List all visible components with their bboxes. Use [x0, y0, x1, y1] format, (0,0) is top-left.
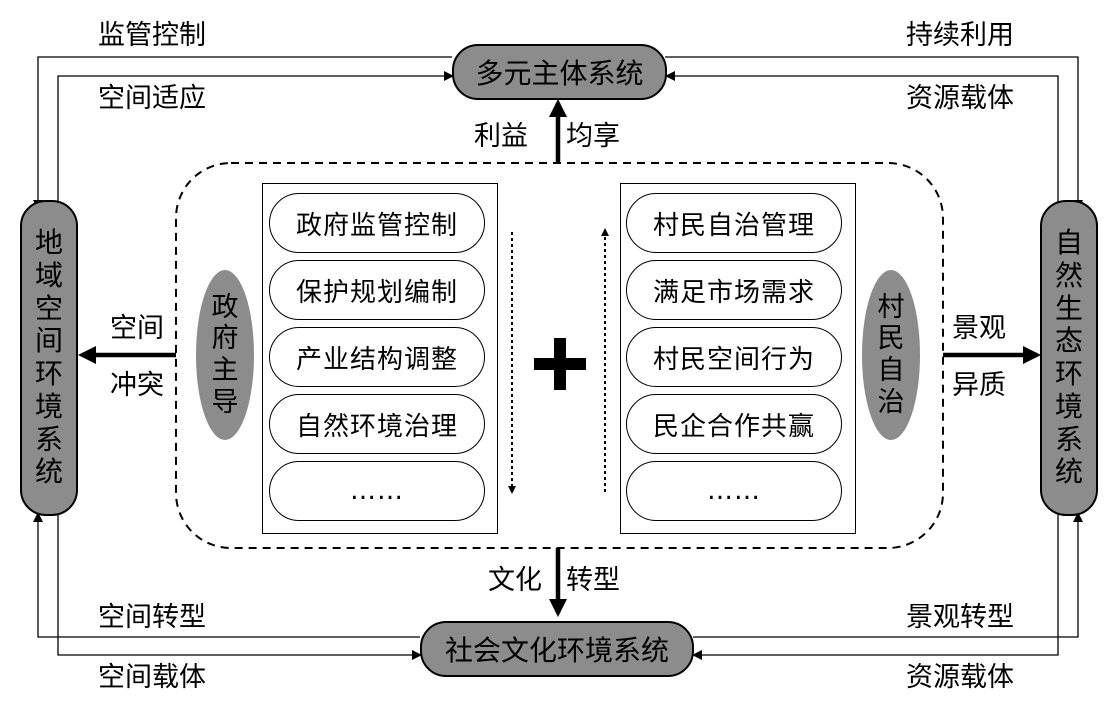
- villager-item: ……: [626, 461, 842, 521]
- left-system-box: 地 域 空 间 环 境 系 统: [20, 200, 78, 516]
- government-item: 政府监管控制: [269, 193, 485, 253]
- label-conflict: 冲突: [110, 370, 164, 401]
- government-oval: 政 府 主 导: [196, 270, 254, 440]
- label-top-right-1: 持续利用: [906, 20, 1014, 51]
- label-shared: 均享: [566, 121, 620, 152]
- top-system-box: 多元主体系统: [452, 44, 667, 100]
- label-bottom-left-2: 空间载体: [98, 662, 206, 693]
- left-system-label: 地 域 空 间 环 境 系 统: [34, 226, 63, 489]
- government-item: 自然环境治理: [269, 394, 485, 454]
- villager-item: 满足市场需求: [626, 260, 842, 320]
- government-label: 政 府 主 导: [211, 291, 239, 418]
- loop-top-left-outer: [33, 56, 452, 210]
- loop-bottom-right-inner: [692, 514, 1059, 660]
- label-landscape: 景观: [952, 313, 1006, 344]
- villager-item: 民企合作共赢: [626, 394, 842, 454]
- label-transform: 转型: [566, 565, 620, 596]
- label-space: 空间: [110, 313, 164, 344]
- top-system-label: 多元主体系统: [475, 57, 644, 90]
- villager-item: 村民空间行为: [626, 327, 842, 387]
- label-culture: 文化: [488, 565, 542, 596]
- label-top-right-2: 资源载体: [906, 83, 1014, 114]
- loop-bottom-left-inner: [57, 514, 422, 660]
- bottom-system-box: 社会文化环境系统: [420, 621, 694, 677]
- label-top-left-2: 空间适应: [98, 83, 206, 114]
- villager-item: 村民自治管理: [626, 193, 842, 253]
- loop-top-right-outer: [665, 56, 1083, 210]
- label-bottom-right-1: 景观转型: [906, 602, 1014, 633]
- plus-icon: [534, 338, 586, 390]
- villager-label: 村 民 自 治: [877, 291, 905, 418]
- loop-bottom-right-outer: [693, 512, 1083, 638]
- right-system-box: 自 然 生 态 环 境 系 统: [1040, 200, 1098, 516]
- loop-bottom-left-outer: [33, 512, 420, 638]
- government-item: 保护规划编制: [269, 260, 485, 320]
- bottom-system-label: 社会文化环境系统: [444, 634, 669, 667]
- government-item: ……: [269, 461, 485, 521]
- label-top-left-1: 监管控制: [98, 20, 206, 51]
- label-interest: 利益: [474, 121, 528, 152]
- loop-top-right-inner: [665, 71, 1059, 208]
- government-item: 产业结构调整: [269, 327, 485, 387]
- villager-oval: 村 民 自 治: [862, 270, 920, 440]
- right-system-label: 自 然 生 态 环 境 系 统: [1054, 226, 1083, 489]
- label-bottom-right-2: 资源载体: [906, 662, 1014, 693]
- label-heterogeneity: 异质: [952, 370, 1006, 401]
- loop-top-left-inner: [57, 71, 454, 208]
- label-bottom-left-1: 空间转型: [98, 602, 206, 633]
